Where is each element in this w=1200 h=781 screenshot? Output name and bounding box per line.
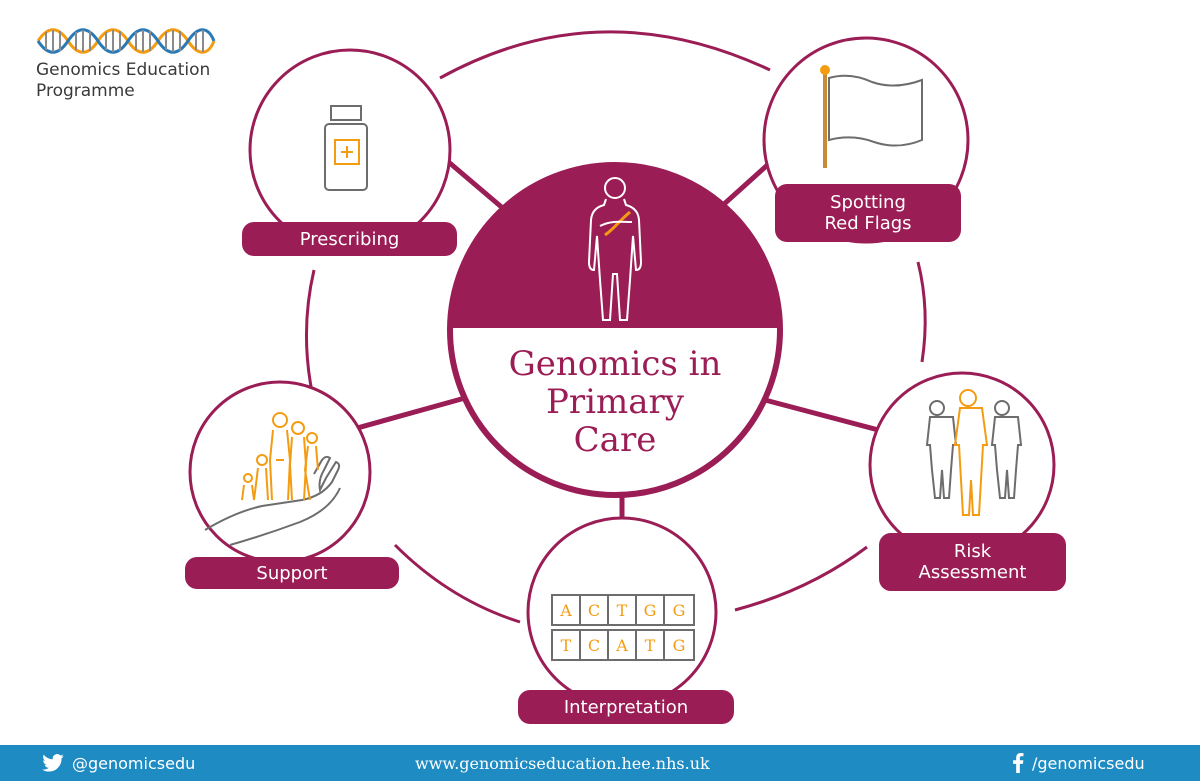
prescribing-label-text: Prescribing xyxy=(299,228,400,250)
logo-title-line2: Programme xyxy=(36,81,135,101)
facebook-icon xyxy=(1012,753,1024,773)
base-letter: T xyxy=(561,636,572,655)
base-letter: A xyxy=(615,636,628,655)
logo-title-line1: Genomics Education xyxy=(36,60,211,80)
center-title: Genomics in Primary Care xyxy=(470,345,760,459)
human-body-icon xyxy=(587,177,643,321)
twitter-link[interactable]: @genomicsedu xyxy=(42,745,195,781)
medicine-bottle-icon xyxy=(324,105,368,191)
support-label: Support xyxy=(185,557,399,589)
base-letter: A xyxy=(559,601,572,620)
support-label-text: Support xyxy=(256,562,328,584)
genomics-diagram: A C T G G T C A T G xyxy=(188,30,1056,708)
base-letter: C xyxy=(588,601,600,620)
base-letter: T xyxy=(617,601,628,620)
red-flags-label-line1: Spotting xyxy=(830,192,906,213)
interpretation-label-text: Interpretation xyxy=(563,696,689,718)
dna-sequence-grid-icon xyxy=(551,594,695,661)
risk-label-line2: Assessment xyxy=(918,562,1027,583)
red-flags-label-line2: Red Flags xyxy=(824,213,912,234)
risk-circle xyxy=(868,371,1056,559)
twitter-icon xyxy=(42,754,64,772)
facebook-link[interactable]: /genomicsedu xyxy=(1012,745,1145,781)
facebook-handle: /genomicsedu xyxy=(1032,753,1145,773)
base-letter: G xyxy=(644,601,657,620)
interpretation-label: Interpretation xyxy=(518,690,734,724)
prescribing-circle xyxy=(248,48,452,252)
twitter-handle: @genomicsedu xyxy=(72,753,196,773)
support-circle xyxy=(188,380,372,564)
center-title-line3: Care xyxy=(573,420,657,460)
dna-sequence-letters: A C T G G T C A T G xyxy=(559,601,685,655)
red-flags-label: Spotting Red Flags xyxy=(775,184,961,242)
risk-label: Risk Assessment xyxy=(879,533,1066,591)
base-letter: G xyxy=(673,601,686,620)
base-letter: T xyxy=(645,636,656,655)
website-url: www.genomicseducation.hee.nhs.uk xyxy=(415,753,710,773)
outer-ring xyxy=(305,30,927,624)
flag-icon xyxy=(820,65,923,168)
prescribing-label: Prescribing xyxy=(242,222,457,256)
people-icon xyxy=(925,389,1023,516)
logo: Genomics Education Programme xyxy=(36,26,226,102)
risk-label-line1: Risk xyxy=(953,541,992,562)
base-letter: G xyxy=(673,636,686,655)
website-link[interactable]: www.genomicseducation.hee.nhs.uk xyxy=(415,745,710,781)
footer-bar: @genomicsedu www.genomicseducation.hee.n… xyxy=(0,745,1200,781)
dna-helix-logo-icon xyxy=(36,28,216,54)
hand-family-icon xyxy=(204,412,341,546)
center-title-line2: Primary xyxy=(546,382,684,422)
base-letter: C xyxy=(588,636,600,655)
center-title-line1: Genomics in xyxy=(508,344,722,384)
